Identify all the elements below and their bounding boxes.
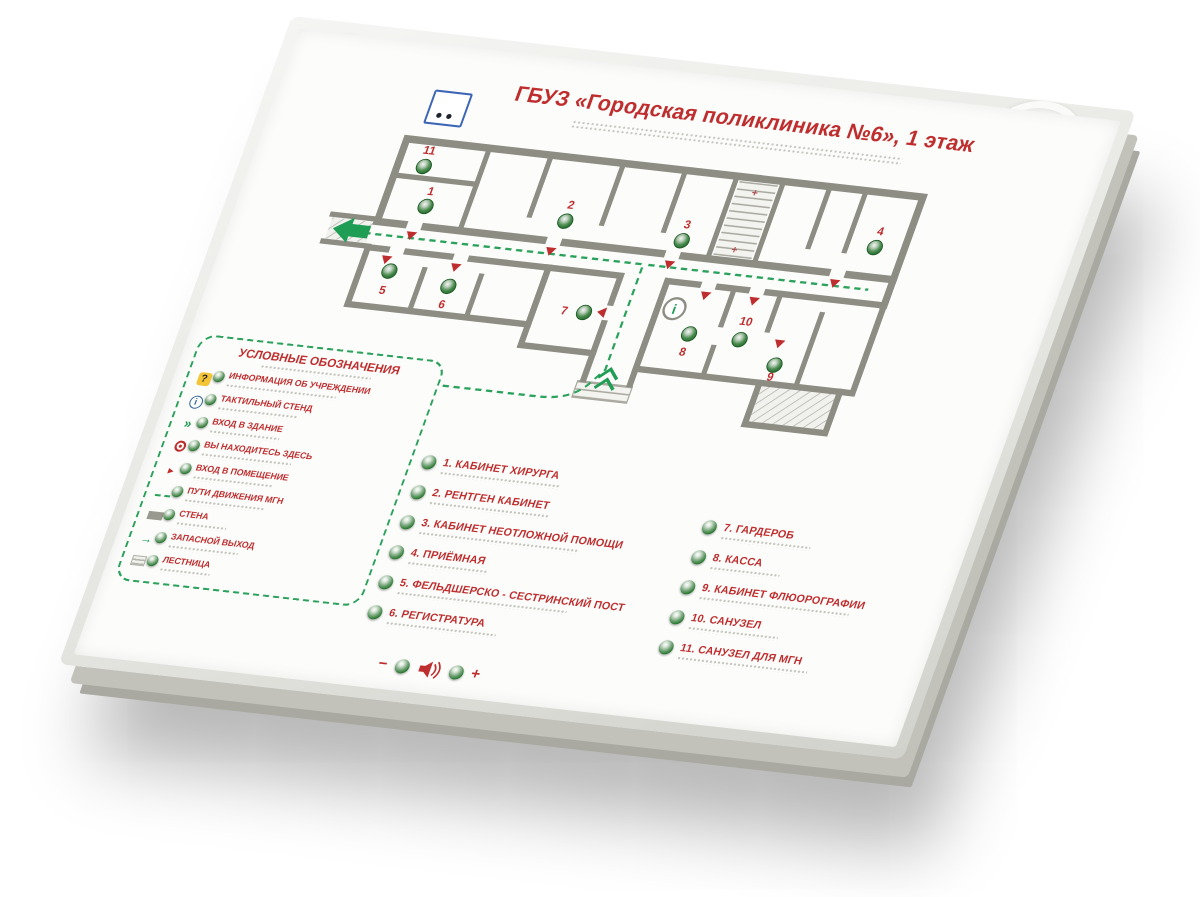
room-entrance-arrows: [382, 231, 841, 349]
plan-marker-8[interactable]: 8: [673, 326, 699, 359]
svg-text:11: 11: [421, 144, 438, 158]
tactile-audio-button[interactable]: [408, 484, 428, 501]
tactile-audio-button[interactable]: [656, 639, 676, 656]
question-icon: ?: [195, 371, 213, 387]
walls: [319, 134, 928, 437]
svg-text:5: 5: [377, 284, 388, 297]
room-list-right: 7. ГАРДЕРОБ 8. КАССА 9. КАБИНЕТ ФЛЮОРОГР…: [651, 519, 889, 691]
info-icon: i: [186, 394, 205, 410]
tactile-audio-button[interactable]: [397, 514, 417, 531]
building-entrance-chevrons-icon: [593, 367, 619, 391]
volume-down-label: −: [375, 654, 391, 673]
tactile-audio-button[interactable]: [419, 454, 439, 471]
plan-marker-2[interactable]: 2: [555, 198, 580, 229]
accessible-path-icon: [154, 493, 170, 498]
plan-marker-10[interactable]: 10: [730, 315, 756, 348]
tactile-audio-button[interactable]: [689, 549, 709, 566]
plan-marker-9[interactable]: 9: [761, 357, 785, 384]
volume-up-label: +: [468, 665, 484, 684]
tactile-audio-button[interactable]: [387, 544, 407, 561]
tactile-audio-button[interactable]: [365, 604, 385, 621]
svg-text:1: 1: [425, 185, 436, 198]
volume-up-button[interactable]: [446, 664, 466, 681]
svg-text:3: 3: [682, 218, 693, 231]
plan-markers: 11 1 2 3: [373, 144, 890, 384]
plan-marker-11[interactable]: 11: [414, 144, 439, 175]
svg-text:7: 7: [559, 304, 570, 317]
entrance-chevron-icon: »: [181, 415, 195, 432]
wall-icon: [145, 510, 164, 521]
tactile-audio-button[interactable]: [667, 609, 687, 626]
svg-text:4: 4: [875, 225, 886, 238]
svg-text:i: i: [670, 301, 679, 317]
plan-marker-6[interactable]: 6: [432, 278, 458, 311]
plan-marker-3[interactable]: 3: [672, 218, 697, 249]
stairwell: [713, 180, 779, 260]
svg-text:9: 9: [765, 371, 776, 384]
you-are-here-icon: [172, 440, 188, 453]
emergency-exit-arrow-icon: [332, 217, 372, 243]
plan-marker-7[interactable]: 7: [559, 303, 594, 321]
plan-marker-4[interactable]: 4: [865, 225, 890, 256]
tactile-audio-button[interactable]: [376, 574, 396, 591]
tactile-audio-button[interactable]: [699, 519, 719, 536]
speaker-icon: [418, 661, 441, 679]
emergency-exit-icon: →: [138, 530, 156, 547]
info-point[interactable]: i: [660, 297, 688, 321]
room-list-left: 1. КАБИНЕТ ХИРУРГА 2. РЕНТГЕН КАБИНЕТ 3.…: [360, 454, 670, 663]
annex-ramp: [748, 386, 836, 430]
volume-controls: − +: [375, 654, 484, 685]
room-entrance-arrow-icon: ►: [164, 465, 178, 477]
board-face: ГБУЗ «Городская поликлиника №6», 1 этаж: [73, 28, 1122, 748]
volume-down-button[interactable]: [392, 658, 412, 675]
stair-plus: +: [750, 187, 760, 199]
stairs-icon: [129, 554, 148, 567]
svg-text:2: 2: [566, 199, 577, 212]
stair-plus: +: [729, 244, 739, 256]
floor-plan: + + 11 1 2: [250, 121, 989, 467]
svg-text:8: 8: [677, 346, 688, 359]
svg-text:10: 10: [737, 315, 755, 329]
tactile-sign-board: ГБУЗ «Городская поликлиника №6», 1 этаж: [58, 16, 1137, 760]
tactile-audio-button[interactable]: [678, 579, 698, 596]
plan-marker-1[interactable]: 1: [416, 185, 441, 215]
accessible-route: [355, 230, 869, 399]
svg-text:6: 6: [436, 298, 447, 311]
floor-plan-svg: + + 11 1 2: [319, 134, 928, 437]
door-gaps: [387, 219, 847, 321]
plan-marker-5[interactable]: 5: [373, 263, 399, 297]
